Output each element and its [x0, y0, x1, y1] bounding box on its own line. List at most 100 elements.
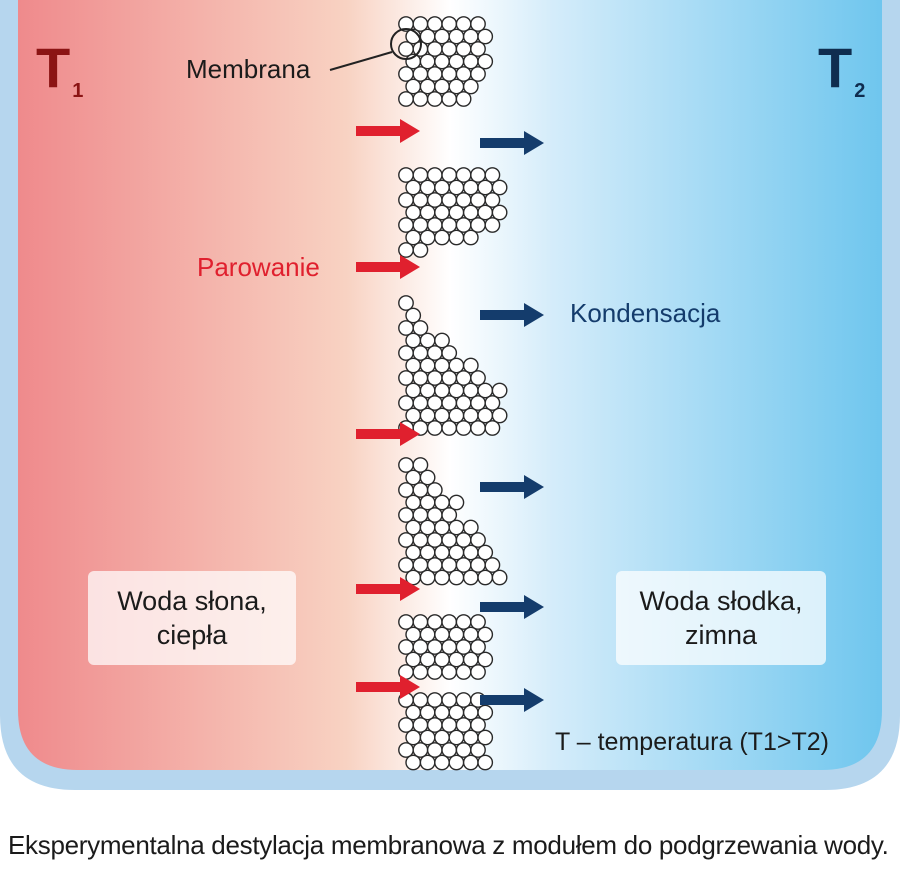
membrane-pore-callout — [390, 28, 422, 60]
membrane-particle — [462, 78, 479, 95]
membrane-particle — [484, 192, 501, 208]
hot-water-box: Woda słona, ciepła — [88, 571, 296, 665]
evaporation-arrow — [356, 675, 420, 699]
membrane-particle — [419, 569, 436, 586]
membrane-particle — [405, 754, 422, 771]
membrane-particle — [477, 626, 494, 643]
membrane-particle — [405, 307, 422, 324]
membrane-particle — [398, 242, 414, 258]
temperature-note: T – temperatura (T1>T2) — [555, 728, 829, 756]
membrane-particle — [448, 754, 465, 771]
membrane-particle — [470, 41, 486, 57]
membrane-particle — [448, 229, 465, 246]
membrane-particle — [412, 91, 429, 107]
membrane-particle — [434, 332, 450, 349]
membrane-particle — [419, 469, 436, 486]
membrane-particle — [470, 742, 486, 758]
membrane-particle — [484, 217, 501, 233]
condensation-arrow — [480, 688, 544, 712]
membrane-particle — [398, 295, 414, 311]
membrane-particle — [426, 482, 443, 498]
membrane-particle — [434, 229, 450, 246]
membrane-particle — [477, 544, 494, 561]
t2-subscript: 2 — [854, 80, 866, 102]
membrane-particle — [470, 420, 486, 436]
membrane-particle — [426, 91, 443, 107]
evaporation-label: Parowanie — [197, 252, 320, 282]
membrane-particle — [477, 28, 494, 45]
membrane-particle — [470, 532, 486, 548]
membrane-particle — [455, 91, 472, 107]
caption: Eksperymentalna destylacja membranowa z … — [8, 830, 889, 860]
membrane-particle — [477, 53, 494, 70]
membrane-callout-line — [329, 51, 393, 71]
membrane-particle — [491, 382, 508, 399]
membrane-particle — [434, 754, 450, 771]
membrane — [398, 16, 508, 771]
membrane-particle — [441, 345, 458, 361]
membrane-particle — [477, 569, 494, 586]
membrane-particle — [470, 16, 486, 32]
membrane-particle — [477, 651, 494, 668]
evaporation-arrow — [356, 255, 420, 279]
membrane-particle — [419, 754, 436, 771]
membrane-particle — [462, 229, 479, 246]
membrane-particle — [426, 664, 443, 680]
membrane-particle — [470, 664, 486, 680]
membrane-particle — [470, 66, 486, 82]
membrane-particle — [491, 179, 508, 196]
cold-water-box: Woda słodka, zimna — [616, 571, 826, 665]
diagram-canvas — [0, 0, 900, 790]
membrane-label: Membrana — [186, 54, 311, 84]
membrane-particle — [412, 457, 429, 473]
membrane-particle — [448, 494, 465, 511]
membrane-particle — [477, 729, 494, 746]
membrane-particle — [412, 242, 429, 258]
membrane-particle — [477, 704, 494, 721]
membrane-particle — [441, 507, 458, 523]
evaporation-arrow — [356, 422, 420, 446]
condensation-arrow — [480, 475, 544, 499]
arrows-group — [356, 119, 544, 712]
membrane-particle — [484, 167, 501, 183]
cold-water-line2: zimna — [684, 620, 758, 650]
cold-water-line1: Woda słodka, — [639, 586, 803, 616]
condensation-arrow — [480, 303, 544, 327]
membrane-particle — [455, 664, 472, 680]
membrane-particle — [412, 320, 429, 336]
membrane-particle — [477, 754, 494, 771]
t1-symbol: T — [36, 36, 70, 99]
hot-water-line2: ciepła — [156, 620, 228, 650]
membrane-particle — [470, 614, 486, 630]
membrane-particle — [462, 519, 479, 536]
t1-subscript: 1 — [72, 80, 84, 102]
condensation-label: Kondensacja — [570, 298, 721, 328]
evaporation-arrow — [356, 119, 420, 143]
membrane-particle — [455, 420, 472, 436]
condensation-arrow — [480, 595, 544, 619]
evaporation-arrow — [356, 577, 420, 601]
membrane-particle — [484, 557, 501, 573]
membrane-particle — [470, 639, 486, 655]
membrane-particle — [462, 754, 479, 771]
membrane-particle — [491, 204, 508, 221]
membrane-particle — [462, 357, 479, 374]
membrane-particle — [484, 420, 501, 436]
membrane-particle — [426, 420, 443, 436]
membrane-particle — [484, 395, 501, 411]
membrane-particle — [441, 664, 458, 680]
membrane-particle — [398, 91, 414, 107]
membrane-particle — [448, 569, 465, 586]
membrane-particle — [441, 91, 458, 107]
membrane-particle — [491, 569, 508, 586]
membrane-particle — [462, 569, 479, 586]
membrane-particle — [412, 664, 429, 680]
membrane-particle — [441, 420, 458, 436]
membrane-particle — [470, 717, 486, 733]
t2-symbol: T — [818, 36, 852, 99]
membrane-particle — [491, 407, 508, 424]
membrane-particle — [434, 569, 450, 586]
